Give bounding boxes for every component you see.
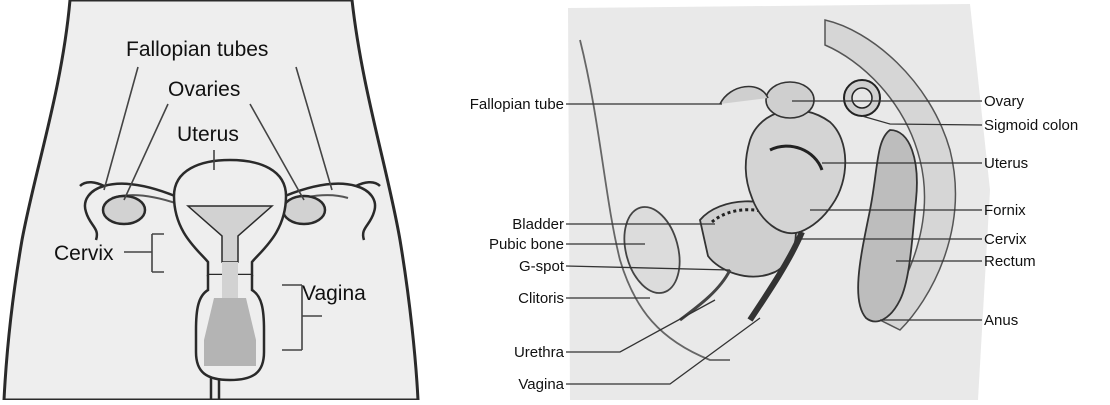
sagittal-view-diagram: Fallopian tube Bladder Pubic bone G-spot… — [430, 0, 1110, 400]
label-urethra: Urethra — [514, 344, 565, 361]
label-fallopian-tube: Fallopian tube — [470, 96, 564, 113]
label-cervix-sagittal: Cervix — [984, 231, 1027, 248]
label-bladder: Bladder — [512, 216, 564, 233]
front-view-svg: Fallopian tubes Ovaries Uterus Cervix Va… — [0, 0, 430, 400]
sagittal-view-svg: Fallopian tube Bladder Pubic bone G-spot… — [430, 0, 1110, 400]
label-fallopian-tubes: Fallopian tubes — [126, 38, 268, 61]
right-left-labels: Fallopian tube Bladder Pubic bone G-spot… — [470, 96, 565, 393]
label-anus: Anus — [984, 312, 1018, 329]
sigmoid-colon-lumen — [852, 88, 872, 108]
label-uterus: Uterus — [177, 123, 239, 146]
label-vagina: Vagina — [302, 282, 366, 305]
right-ovary — [283, 196, 325, 224]
front-view-diagram: Fallopian tubes Ovaries Uterus Cervix Va… — [0, 0, 430, 400]
ovary-sagittal — [766, 82, 814, 118]
label-g-spot: G-spot — [519, 258, 565, 275]
label-rectum: Rectum — [984, 253, 1036, 270]
cervical-canal — [222, 262, 238, 298]
label-sigmoid-colon: Sigmoid colon — [984, 117, 1078, 134]
label-ovary: Ovary — [984, 93, 1025, 110]
right-right-labels: Ovary Sigmoid colon Uterus Fornix Cervix… — [984, 93, 1078, 329]
label-pubic-bone: Pubic bone — [489, 236, 564, 253]
label-cervix: Cervix — [54, 242, 114, 265]
left-ovary — [103, 196, 145, 224]
label-fornix: Fornix — [984, 202, 1026, 219]
label-uterus-sagittal: Uterus — [984, 155, 1028, 172]
label-ovaries: Ovaries — [168, 78, 240, 101]
label-vagina-sagittal: Vagina — [518, 376, 564, 393]
vaginal-canal-fill — [204, 298, 256, 366]
label-clitoris: Clitoris — [518, 290, 564, 307]
